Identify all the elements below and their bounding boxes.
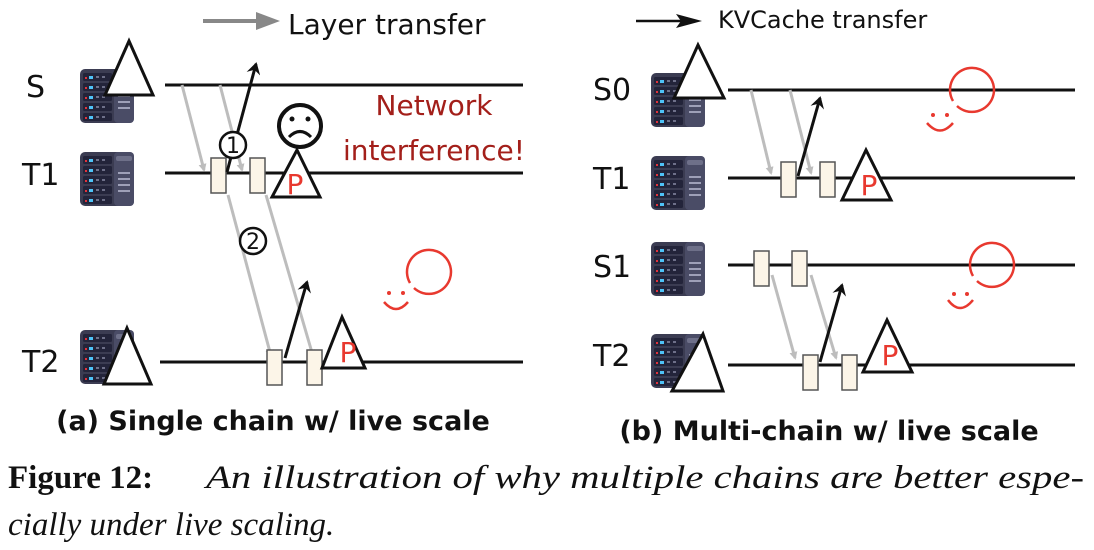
step-marker-1: 1 [218,130,248,160]
layer-block [266,349,283,386]
caption-label: Figure 12: [8,460,153,496]
legend-layer-transfer: Layer transfer [203,8,486,41]
panel-a: S T1 T2 1 [21,37,525,437]
legend-kvcache-transfer: KVCache transfer [636,6,927,34]
legend-kv-label: KVCache transfer [718,6,927,34]
happy-face-icon [947,241,1016,310]
model-triangle-t2 [101,324,154,386]
panel-b: S0 T1 S1 T2 P [592,41,1075,447]
server-icon-s1 [651,242,705,296]
layer-block [780,161,797,198]
model-triangle-s [102,37,156,97]
layer-block [841,354,858,391]
svg-text:2: 2 [246,230,260,255]
layer-arrow [180,84,207,172]
prefill-triangle-t2: P [319,313,368,370]
row-label-t2: T2 [592,339,630,374]
figure-caption: Figure 12: An illustration of why multip… [8,460,1084,543]
server-icon-t1 [80,152,134,206]
happy-face-icon [383,248,453,311]
svg-text:P: P [340,336,357,369]
layer-block [791,250,808,287]
kvcache-arrow [796,96,825,177]
panel-b-subtitle: (b) Multi-chain w/ live scale [619,416,1038,447]
legend-kv-arrowhead-icon [676,14,702,28]
legend-layer-arrowhead-icon [256,12,280,30]
layer-arrow [264,194,316,358]
kvcache-arrow [818,283,846,363]
layer-arrow [770,274,798,360]
layer-block [210,157,227,194]
svg-text:P: P [287,168,304,201]
network-interference-line2: interference! [343,134,525,167]
row-label-t1: T1 [592,162,630,197]
svg-text:P: P [861,169,878,202]
row-label-s0: S0 [593,73,631,108]
layer-arrow [749,89,774,175]
svg-text:1: 1 [226,134,240,159]
row-label-s1: S1 [593,250,631,285]
model-triangle-t2 [669,330,726,393]
server-icon-t1 [651,156,705,210]
happy-face-icon [926,66,996,132]
layer-arrow [226,194,274,358]
layer-block [753,250,770,287]
prefill-triangle-t1: P [839,146,894,202]
kvcache-arrow [283,280,311,359]
caption-line1: An illustration of why multiple chains a… [204,460,1084,496]
layer-arrow [788,89,814,175]
panel-a-subtitle: (a) Single chain w/ live scale [56,406,490,437]
prefill-triangle-t2: P [860,316,915,374]
row-label-s: S [26,70,45,105]
row-label-t1: T1 [21,158,59,193]
caption-line2: cially under live scaling. [8,507,334,543]
row-label-t2: T2 [21,345,59,380]
network-interference-line1: Network [376,89,494,122]
sad-face-icon [277,103,323,149]
legend-layer-label: Layer transfer [288,8,486,41]
layer-block [802,354,819,391]
layer-block [306,349,323,386]
step-marker-2: 2 [238,226,268,256]
svg-text:P: P [882,339,899,372]
model-triangle-s0 [671,41,727,100]
layer-block [249,157,266,194]
layer-arrow [809,274,839,360]
layer-block [819,161,836,198]
prefill-triangle-t1: P [269,146,323,201]
